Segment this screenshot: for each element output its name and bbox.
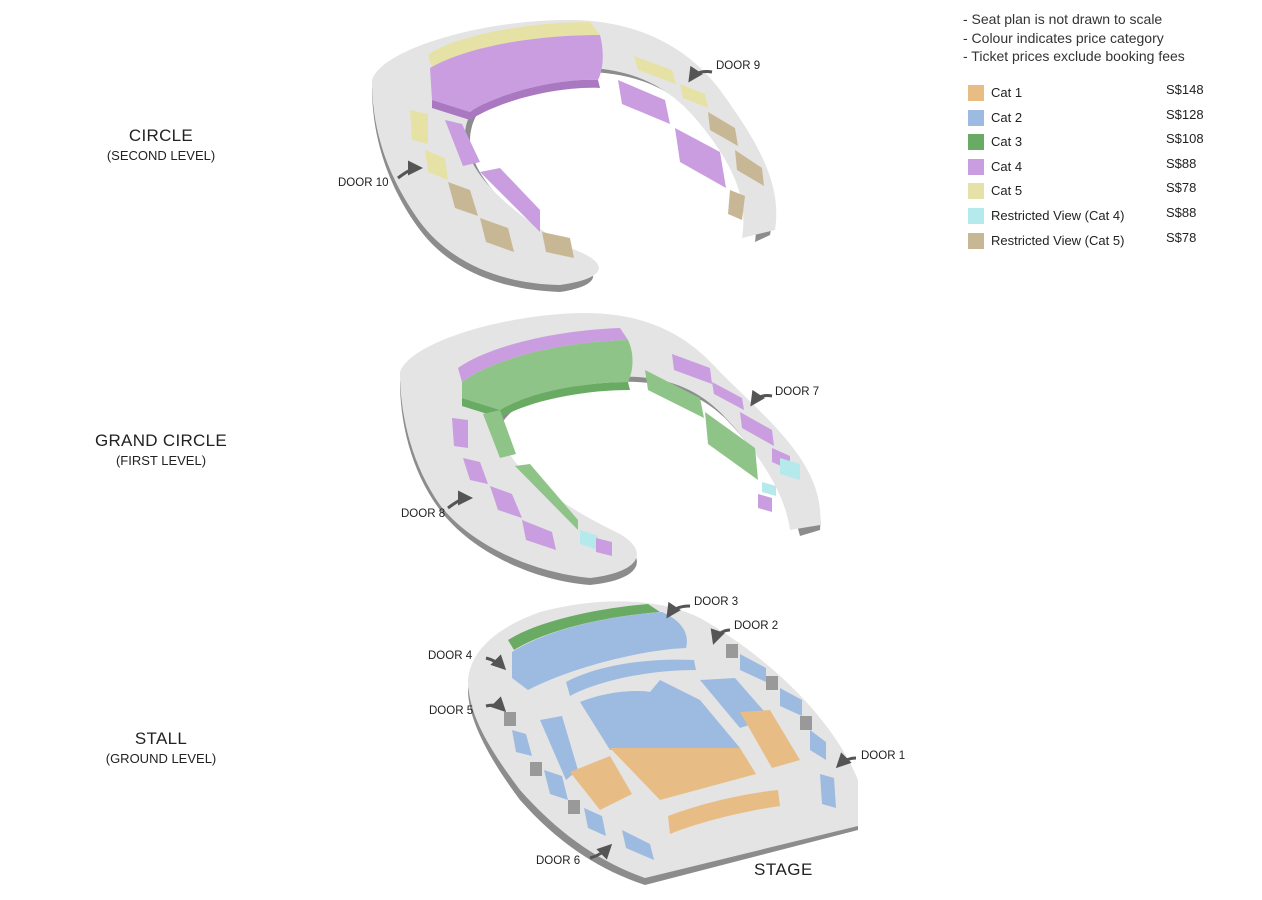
door-8-label: DOOR 8 bbox=[401, 508, 446, 520]
legend-label: Cat 5 bbox=[991, 183, 1023, 199]
legend-price: S$128 bbox=[1166, 106, 1204, 122]
price-legend: Cat 1 S$148 Cat 2 S$128 Cat 3 S$108 Cat … bbox=[968, 82, 1228, 254]
legend-price: S$78 bbox=[1166, 229, 1197, 245]
door-arrows bbox=[397, 65, 857, 860]
door-5-label: DOOR 5 bbox=[429, 705, 474, 717]
door-1-label: DOOR 1 bbox=[861, 750, 906, 762]
color-swatch bbox=[968, 134, 984, 151]
color-swatch bbox=[968, 109, 984, 126]
circle-level-title: CIRCLE (SECOND LEVEL) bbox=[71, 126, 251, 163]
level-name: STALL bbox=[134, 729, 188, 748]
legend-price: S$88 bbox=[1166, 155, 1197, 171]
legend-price: S$108 bbox=[1166, 131, 1204, 147]
legend-row-cat-2: Cat 2 S$128 bbox=[968, 107, 1228, 132]
stall-level-title: STALL (GROUND LEVEL) bbox=[71, 729, 251, 766]
note-line: - Ticket prices exclude booking fees bbox=[963, 48, 1185, 64]
legend-label: Restricted View (Cat 4) bbox=[991, 207, 1125, 223]
door-7-label: DOOR 7 bbox=[775, 386, 820, 398]
stall-level-plan bbox=[468, 601, 858, 885]
stall-rear-block bbox=[512, 612, 687, 690]
legend-label: Cat 1 bbox=[991, 85, 1023, 100]
legend-label: Cat 2 bbox=[991, 109, 1023, 125]
door-6-label: DOOR 6 bbox=[536, 855, 581, 867]
door-10-label: DOOR 10 bbox=[338, 177, 389, 189]
door-2-label: DOOR 2 bbox=[734, 620, 779, 632]
legend-label: Cat 4 bbox=[991, 158, 1023, 174]
circle-center-block bbox=[430, 35, 603, 112]
note-line: - Colour indicates price category bbox=[963, 29, 1164, 46]
color-swatch bbox=[968, 207, 984, 224]
legend-row-cat-3: Cat 3 S$108 bbox=[968, 131, 1228, 156]
legend-price: S$148 bbox=[1166, 82, 1204, 97]
color-swatch bbox=[968, 85, 984, 101]
legend-label: Restricted View (Cat 5) bbox=[991, 232, 1125, 248]
grand-circle-center-block bbox=[462, 340, 633, 410]
legend-price: S$88 bbox=[1166, 204, 1197, 220]
legend-label: Cat 3 bbox=[991, 134, 1023, 150]
stage-label: STAGE bbox=[754, 860, 813, 879]
color-swatch bbox=[968, 232, 984, 249]
note-line: - Seat plan is not drawn to scale bbox=[963, 11, 1163, 27]
legend-row-cat-5: Cat 5 S$78 bbox=[968, 180, 1228, 205]
circle-level-plan bbox=[372, 19, 777, 292]
color-swatch bbox=[968, 158, 984, 175]
legend-row-cat-4: Cat 4 S$88 bbox=[968, 156, 1228, 181]
level-sub: (FIRST LEVEL) bbox=[115, 453, 207, 468]
legend-row-restricted-cat-5: Restricted View (Cat 5) S$78 bbox=[968, 230, 1228, 255]
legend-price: S$78 bbox=[1166, 180, 1197, 196]
grand-circle-level-title: GRAND CIRCLE (FIRST LEVEL) bbox=[71, 431, 251, 468]
level-sub: (GROUND LEVEL) bbox=[105, 751, 217, 766]
door-3-label: DOOR 3 bbox=[694, 596, 739, 608]
legend-row-cat-1: Cat 1 S$148 bbox=[968, 82, 1228, 107]
door-9-label: DOOR 9 bbox=[716, 60, 761, 72]
grand-circle-level-plan bbox=[400, 312, 821, 585]
seat-plan-notes: - Seat plan is not drawn to scale - Colo… bbox=[963, 10, 1185, 66]
level-sub: (SECOND LEVEL) bbox=[106, 148, 216, 163]
door-4-label: DOOR 4 bbox=[428, 650, 473, 662]
level-name: CIRCLE bbox=[128, 126, 194, 145]
level-name: GRAND CIRCLE bbox=[94, 431, 228, 450]
legend-row-restricted-cat-4: Restricted View (Cat 4) S$88 bbox=[968, 205, 1228, 230]
color-swatch bbox=[968, 183, 984, 200]
